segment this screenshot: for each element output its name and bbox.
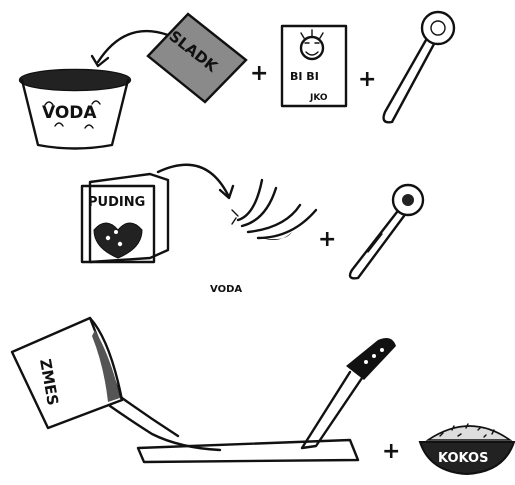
pudding-label: PUDING bbox=[88, 195, 145, 210]
coconut-bowl-icon: KOKOS bbox=[420, 424, 514, 474]
spoon-icon bbox=[384, 12, 454, 122]
plus-sign-1: + bbox=[250, 61, 268, 86]
egg-pack-label-2: JKO bbox=[309, 93, 328, 103]
pour-stream-icon bbox=[110, 398, 220, 450]
pot-icon: VODA bbox=[20, 70, 130, 149]
coconut-label: KOKOS bbox=[438, 451, 488, 466]
sugar-bag-icon: SLADK bbox=[148, 14, 246, 102]
plus-sign-4: + bbox=[382, 439, 400, 464]
egg-pack-icon: BI BI JKO bbox=[282, 26, 346, 106]
whisk-icon bbox=[232, 180, 316, 240]
tray-icon bbox=[138, 440, 358, 462]
water-label: VODA bbox=[42, 103, 97, 123]
knife-icon bbox=[302, 338, 396, 448]
plus-sign-2: + bbox=[358, 67, 376, 92]
arrow-icon bbox=[158, 165, 233, 198]
pitcher-icon: ZMES bbox=[12, 318, 122, 428]
egg-pack-label-1: BI BI bbox=[290, 70, 319, 83]
spoon-icon bbox=[350, 185, 423, 278]
mix-label: ZMES bbox=[36, 358, 62, 407]
plus-sign-3: + bbox=[318, 227, 336, 252]
pudding-box-icon: PUDING bbox=[82, 174, 168, 262]
water-label-2: VODA bbox=[210, 284, 242, 295]
